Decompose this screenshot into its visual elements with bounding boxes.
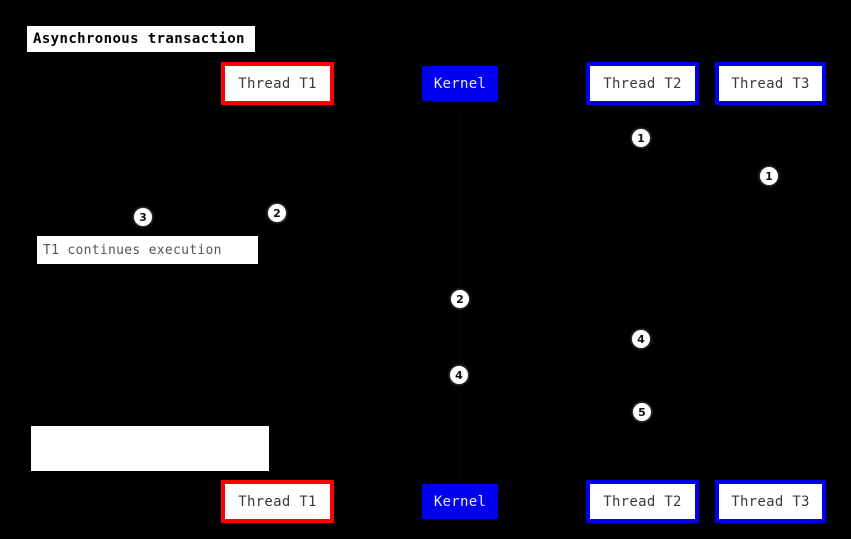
participant-label: Thread T2 [603,493,682,510]
step-number: 5 [638,405,646,419]
lifeline-stub-top-thread-t2 [640,105,645,109]
participant-label: Thread T2 [603,75,682,92]
step-number: 1 [637,131,645,145]
participant-thread-t1-bottom[interactable]: Thread T1 [221,480,334,523]
participant-kernel-top[interactable]: Kernel [422,66,498,101]
step-marker-3: 3 [134,208,152,226]
step-marker-2: 2 [451,290,469,308]
step-marker-2: 2 [268,204,286,222]
participant-thread-t2-top[interactable]: Thread T2 [586,62,699,105]
participant-label: Thread T3 [731,493,810,510]
lifeline-thread-t1 [277,105,278,480]
participant-thread-t2-bottom[interactable]: Thread T2 [586,480,699,523]
participant-label: Thread T1 [238,75,317,92]
step-number: 2 [456,292,464,306]
participant-label: Kernel [433,493,487,510]
lifeline-thread-t2 [642,105,643,480]
participant-kernel-bottom[interactable]: Kernel [422,484,498,519]
participant-thread-t3-top[interactable]: Thread T3 [715,62,826,105]
step-marker-5: 5 [633,403,651,421]
step-number: 4 [637,332,645,346]
participant-label: Thread T1 [238,493,317,510]
participant-label: Thread T3 [731,75,810,92]
step-marker-4: 4 [632,330,650,348]
note-text: T1 continues execution [43,242,222,258]
diagram-title: Asynchronous transaction [27,26,255,52]
step-marker-4: 4 [450,366,468,384]
step-number: 3 [139,210,147,224]
lifeline-stub-top-kernel [458,101,463,105]
lifeline-thread-t3 [770,105,771,480]
participant-thread-t1-top[interactable]: Thread T1 [221,62,334,105]
lifeline-stub-bottom-thread-t2 [640,476,645,480]
step-number: 2 [273,206,281,220]
participant-label: Kernel [433,75,487,92]
step-marker-1: 1 [760,167,778,185]
step-marker-1: 1 [632,129,650,147]
note-blank [31,426,269,471]
lifeline-stub-top-thread-t3 [768,105,773,109]
step-number: 4 [455,368,463,382]
lifeline-stub-bottom-thread-t1 [275,476,280,480]
step-number: 1 [765,169,773,183]
lifeline-stub-bottom-thread-t3 [768,476,773,480]
participant-thread-t3-bottom[interactable]: Thread T3 [715,480,826,523]
lifeline-stub-top-thread-t1 [275,105,280,109]
lifeline-stub-bottom-kernel [458,480,463,484]
note-t1-continues: T1 continues execution [37,236,258,264]
